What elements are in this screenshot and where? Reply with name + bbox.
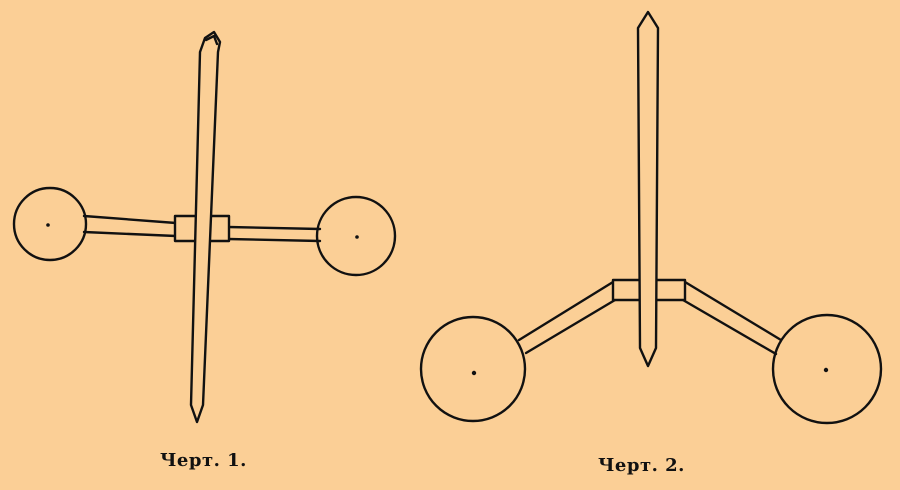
figure-1-caption: Черт. 1. bbox=[160, 450, 247, 471]
figure-2-caption: Черт. 2. bbox=[598, 455, 685, 476]
figure-1-needle bbox=[189, 30, 222, 424]
figure-1-left-center-dot bbox=[46, 223, 50, 227]
figure-1-right-disc bbox=[315, 195, 397, 277]
figure-1-left-arm bbox=[82, 214, 178, 238]
figure-1-left-disc bbox=[12, 186, 88, 262]
figure-2-right-arm bbox=[681, 280, 783, 356]
figure-1 bbox=[12, 30, 397, 424]
figure-2-left-disc bbox=[419, 315, 527, 423]
figure-2-left-arm bbox=[517, 280, 617, 355]
figure-2-right-center-dot bbox=[823, 367, 829, 373]
figure-1-right-arm bbox=[226, 225, 322, 243]
figure-2-needle bbox=[636, 10, 660, 368]
figure-1-right-center-dot bbox=[355, 235, 359, 239]
figure-2-left-center-dot bbox=[471, 370, 477, 376]
figure-1-needle-tip-mark bbox=[204, 34, 219, 46]
figure-2 bbox=[419, 10, 883, 425]
figure-2-right-disc bbox=[771, 313, 883, 425]
